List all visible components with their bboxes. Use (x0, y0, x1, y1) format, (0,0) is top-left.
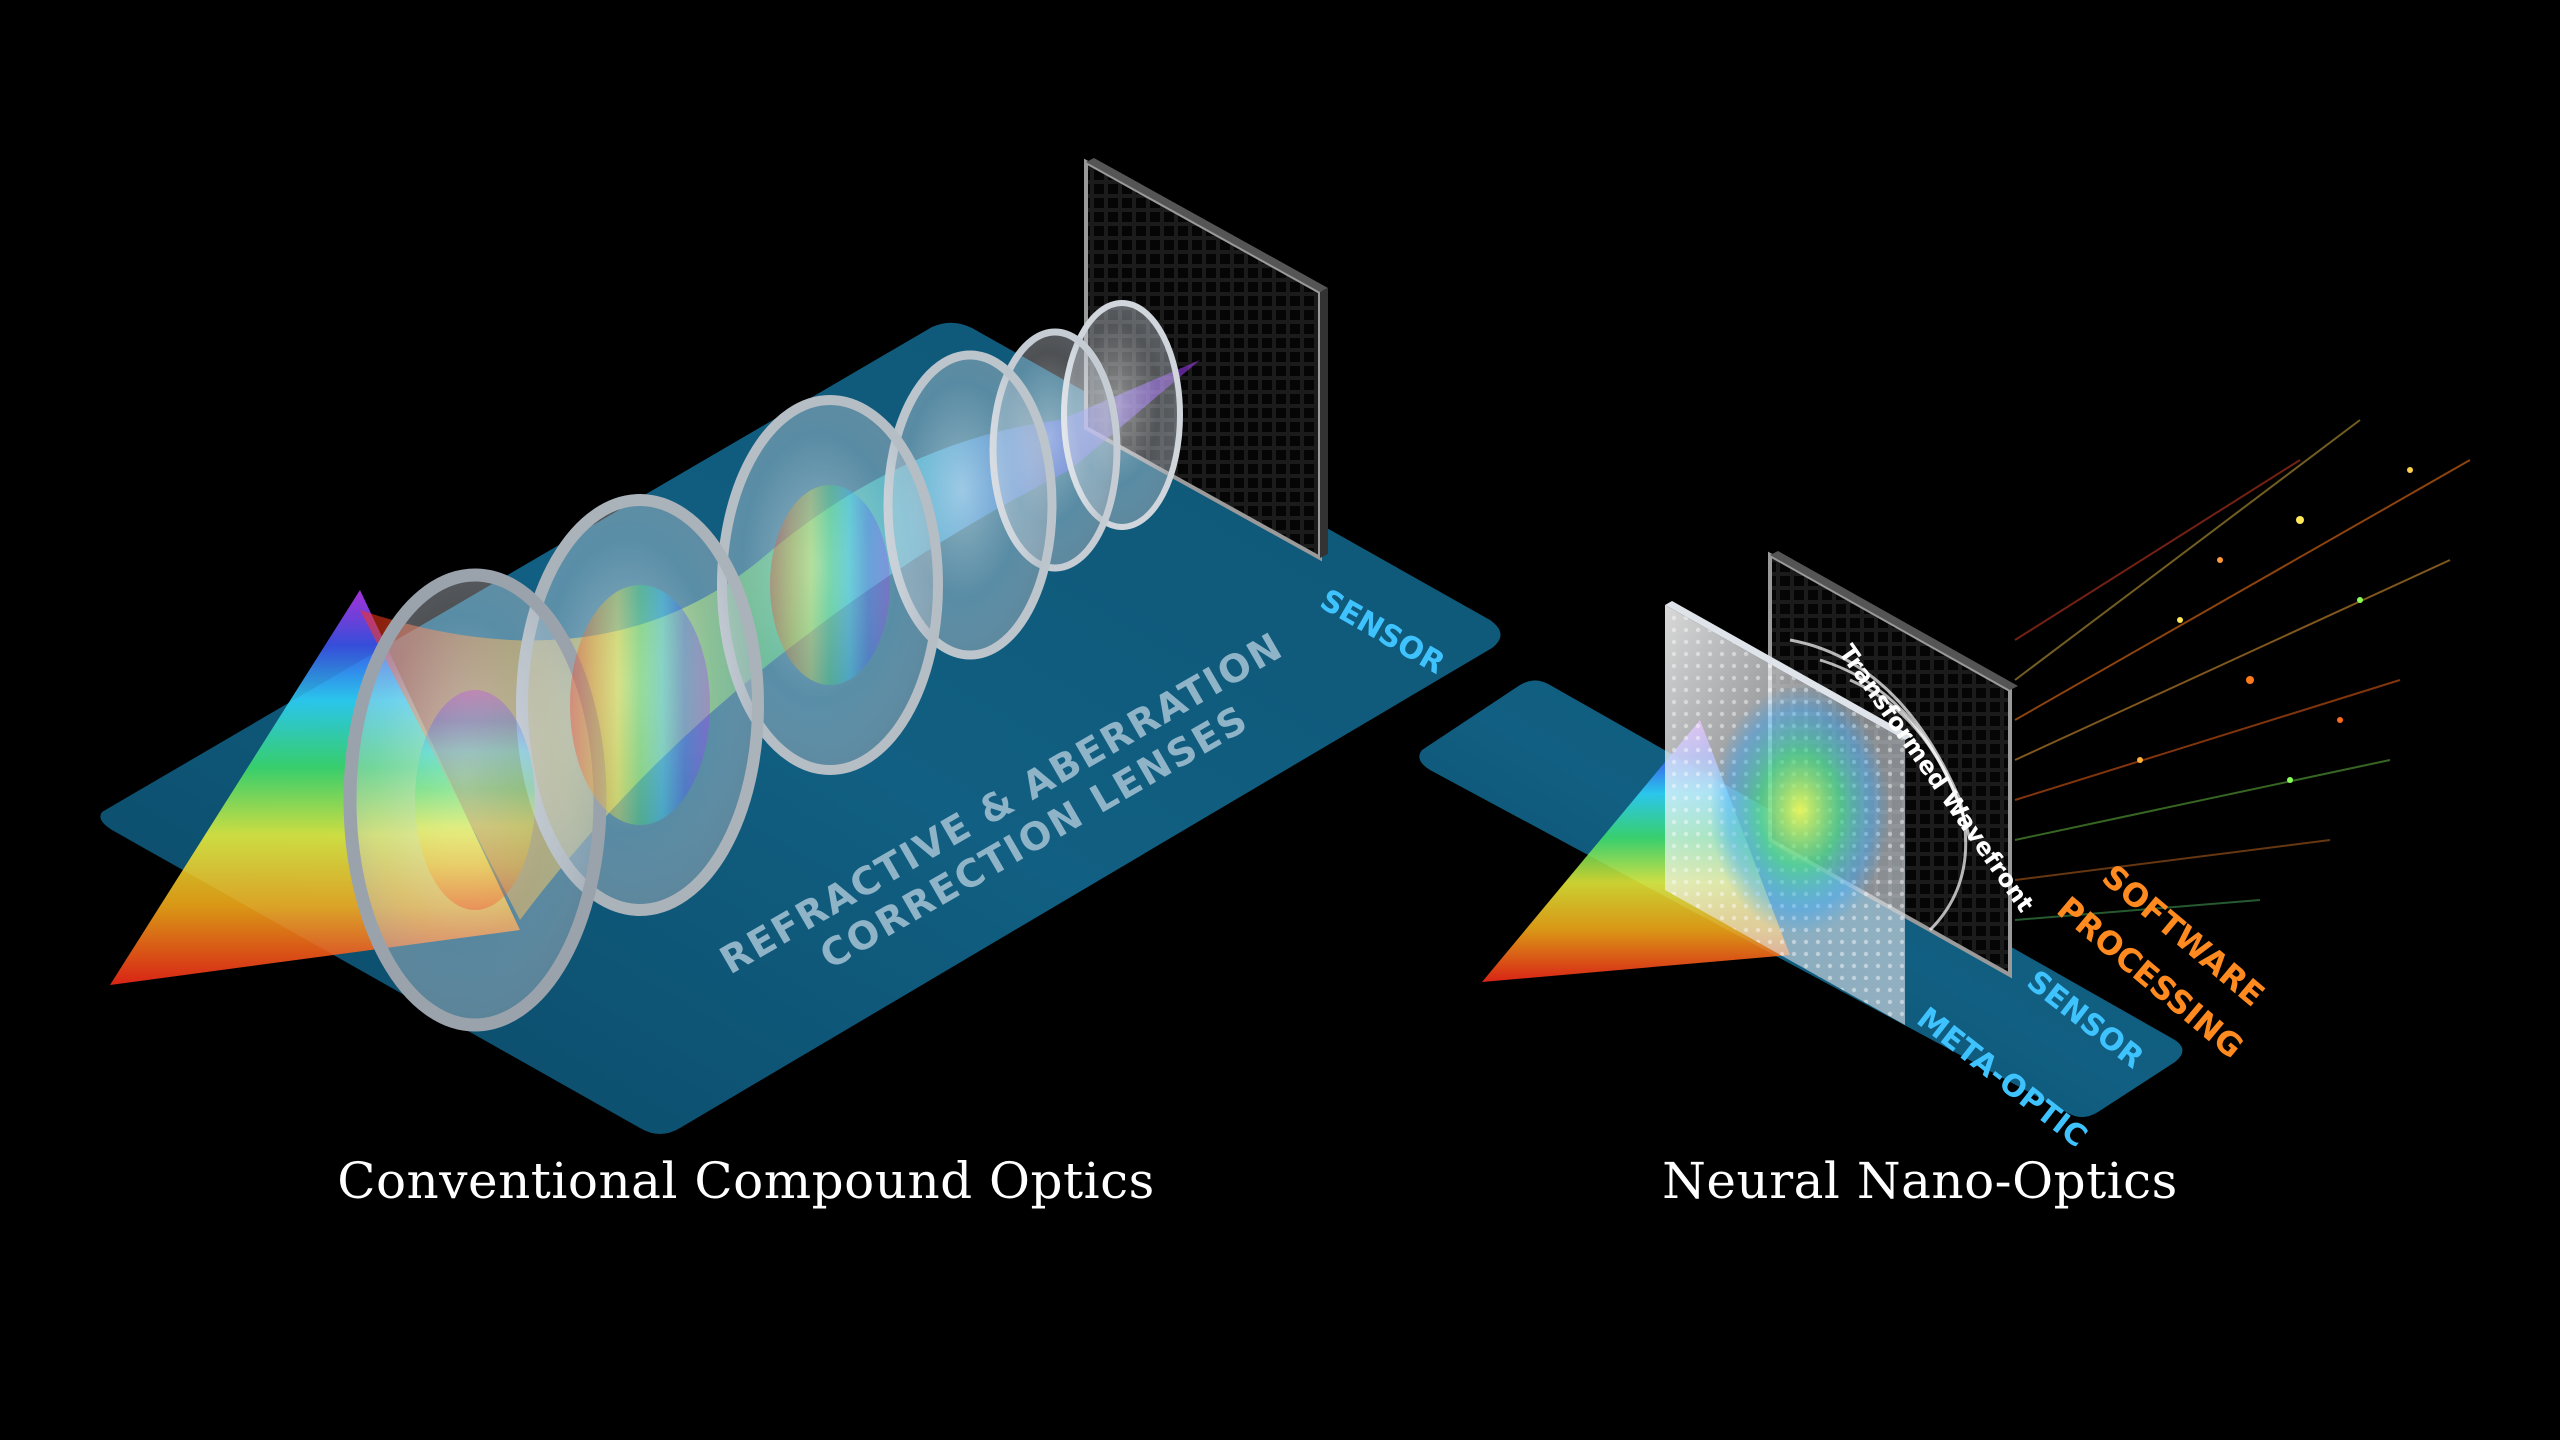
left-optics-scene: SENSOR REFRACTIVE & ABERRATION CORRECTIO… (100, 158, 1501, 1135)
right-optics-scene: Transformed Wavefront SENSOR META-OPTIC … (1419, 419, 2471, 1155)
software-data-streaks (2014, 419, 2471, 921)
neural-nano-optics-caption: Neural Nano-Optics (1662, 1152, 2178, 1210)
meta-optic-plate (1665, 601, 1912, 1025)
conventional-optics-caption: Conventional Compound Optics (337, 1152, 1155, 1210)
wavefront-arcs (1789, 638, 1972, 932)
